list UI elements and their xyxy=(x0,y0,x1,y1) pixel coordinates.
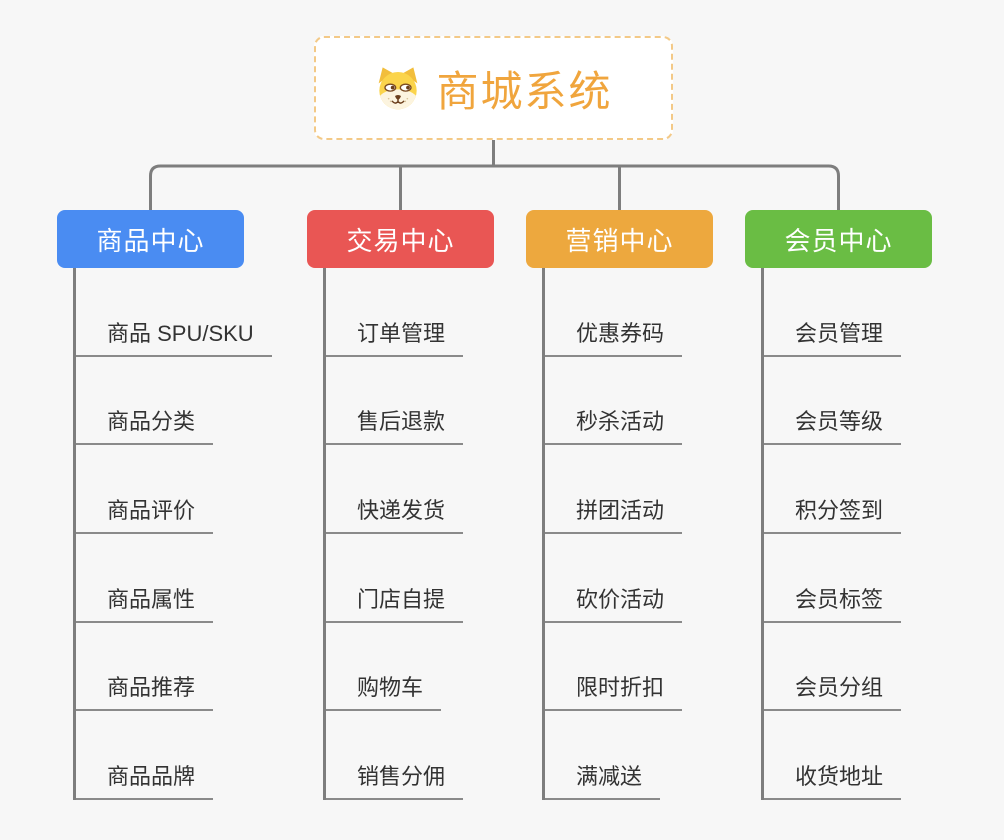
leaf-node[interactable]: 快递发货 xyxy=(326,445,547,535)
leaf-node[interactable]: 砍价活动 xyxy=(545,534,766,623)
leaf-label: 商品品牌 xyxy=(76,759,214,801)
leaf-label: 收货地址 xyxy=(764,759,902,801)
leaf-label: 满减送 xyxy=(545,759,661,801)
leaf-label: 优惠券码 xyxy=(545,316,683,357)
branch-header-member-center[interactable]: 会员中心 xyxy=(745,210,932,268)
leaf-node[interactable]: 商品分类 xyxy=(76,357,297,446)
leaf-node[interactable]: 售后退款 xyxy=(326,357,547,446)
leaf-label: 购物车 xyxy=(326,670,442,712)
leaf-node[interactable]: 商品推荐 xyxy=(76,623,297,712)
branch-header-marketing-center[interactable]: 营销中心 xyxy=(526,210,713,268)
leaf-label: 商品分类 xyxy=(76,404,214,446)
leaf-label: 会员等级 xyxy=(764,404,902,446)
leaf-label: 拼团活动 xyxy=(545,493,683,535)
branch-marketing-center: 营销中心 优惠券码 秒杀活动 拼团活动 砍价活动 限时折扣 满减送 xyxy=(526,210,766,801)
branch-product-center: 商品中心 商品 SPU/SKU 商品分类 商品评价 商品属性 商品推荐 商品品牌 xyxy=(57,210,297,801)
branch-children: 商品 SPU/SKU 商品分类 商品评价 商品属性 商品推荐 商品品牌 xyxy=(73,268,297,801)
leaf-node[interactable]: 商品属性 xyxy=(76,534,297,623)
leaf-label: 会员标签 xyxy=(764,582,902,623)
branch-children: 会员管理 会员等级 积分签到 会员标签 会员分组 收货地址 xyxy=(761,268,985,801)
leaf-label: 订单管理 xyxy=(326,316,464,357)
leaf-label: 销售分佣 xyxy=(326,759,464,801)
root-node[interactable]: 商城系统 xyxy=(314,36,673,140)
leaf-node[interactable]: 秒杀活动 xyxy=(545,357,766,446)
leaf-label: 限时折扣 xyxy=(545,670,683,712)
branch-member-center: 会员中心 会员管理 会员等级 积分签到 会员标签 会员分组 收货地址 xyxy=(745,210,985,801)
leaf-label: 积分签到 xyxy=(764,493,902,535)
leaf-node[interactable]: 会员分组 xyxy=(764,623,985,712)
leaf-node[interactable]: 商品品牌 xyxy=(76,711,297,801)
leaf-label: 商品 SPU/SKU xyxy=(76,316,272,357)
branch-header-product-center[interactable]: 商品中心 xyxy=(57,210,244,268)
branch-children: 订单管理 售后退款 快递发货 门店自提 购物车 销售分佣 xyxy=(323,268,547,801)
leaf-node[interactable]: 限时折扣 xyxy=(545,623,766,712)
leaf-node[interactable]: 收货地址 xyxy=(764,711,985,801)
leaf-node[interactable]: 会员管理 xyxy=(764,268,985,357)
leaf-label: 商品属性 xyxy=(76,582,214,623)
leaf-node[interactable]: 购物车 xyxy=(326,623,547,712)
leaf-label: 快递发货 xyxy=(326,493,464,535)
leaf-label: 商品推荐 xyxy=(76,670,214,712)
leaf-label: 门店自提 xyxy=(326,582,464,623)
branch-trade-center: 交易中心 订单管理 售后退款 快递发货 门店自提 购物车 销售分佣 xyxy=(307,210,547,801)
leaf-label: 秒杀活动 xyxy=(545,404,683,446)
leaf-node[interactable]: 积分签到 xyxy=(764,445,985,535)
leaf-label: 会员分组 xyxy=(764,670,902,712)
leaf-label: 会员管理 xyxy=(764,316,902,357)
leaf-node[interactable]: 会员标签 xyxy=(764,534,985,623)
leaf-label: 砍价活动 xyxy=(545,582,683,623)
leaf-node[interactable]: 满减送 xyxy=(545,711,766,801)
leaf-node[interactable]: 商品评价 xyxy=(76,445,297,535)
leaf-node[interactable]: 商品 SPU/SKU xyxy=(76,268,297,357)
leaf-node[interactable]: 订单管理 xyxy=(326,268,547,357)
leaf-node[interactable]: 门店自提 xyxy=(326,534,547,623)
branch-header-trade-center[interactable]: 交易中心 xyxy=(307,210,494,268)
leaf-node[interactable]: 优惠券码 xyxy=(545,268,766,357)
leaf-node[interactable]: 拼团活动 xyxy=(545,445,766,535)
branch-bus-connector xyxy=(149,164,840,210)
leaf-label: 商品评价 xyxy=(76,493,214,535)
dog-face-icon xyxy=(379,67,418,110)
root-title: 商城系统 xyxy=(436,67,613,115)
leaf-node[interactable]: 销售分佣 xyxy=(326,711,547,801)
leaf-node[interactable]: 会员等级 xyxy=(764,357,985,446)
leaf-label: 售后退款 xyxy=(326,404,464,446)
branch-children: 优惠券码 秒杀活动 拼团活动 砍价活动 限时折扣 满减送 xyxy=(542,268,766,801)
